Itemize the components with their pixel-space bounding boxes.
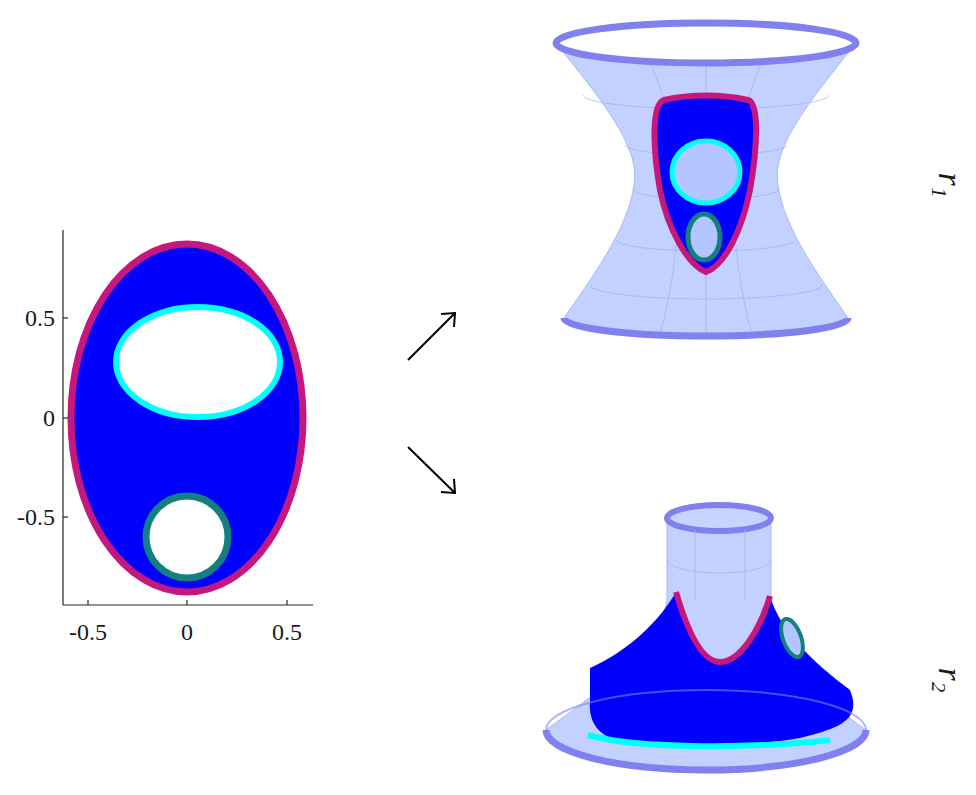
surface-label: r₂	[933, 667, 967, 692]
x-tick-label: -0.5	[69, 620, 107, 644]
planar-domain	[71, 244, 303, 592]
x-tick-label: 0.5	[272, 620, 302, 644]
map-arrows	[408, 313, 455, 493]
x-tick-label: 0	[181, 620, 193, 644]
flared-surface	[546, 505, 866, 770]
y-tick-label: 0	[43, 406, 55, 430]
plot-axes	[63, 230, 313, 605]
hyperboloid-surface	[556, 23, 856, 336]
y-tick-label: 0.5	[25, 306, 55, 330]
y-tick-label: -0.5	[17, 505, 55, 529]
surface-label: r₁	[933, 172, 967, 197]
